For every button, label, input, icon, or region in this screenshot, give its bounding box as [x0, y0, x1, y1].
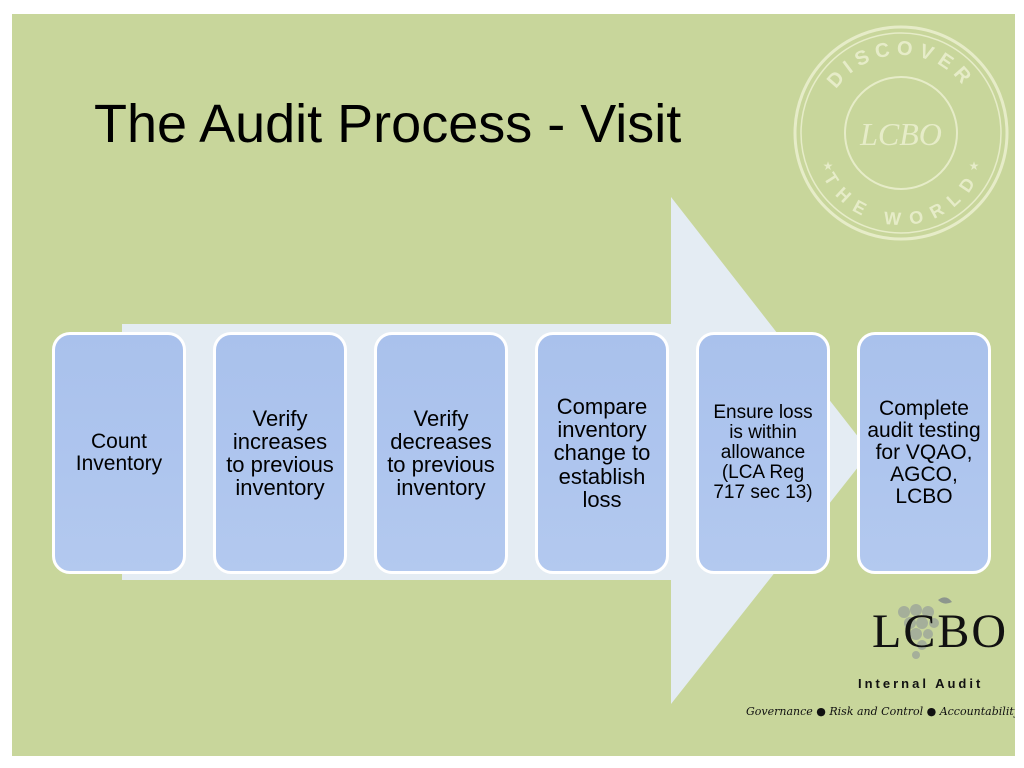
step-ensure-loss: Ensure loss is within allowance (LCA Reg… [696, 332, 830, 574]
lcbo-logo: LCBO [872, 605, 1009, 658]
stamp-bottom-text: THE WORLD [820, 169, 982, 229]
slide-title: The Audit Process - Visit [94, 94, 682, 154]
discover-the-world-stamp: DISCOVER THE WORLD LCBO ★ ★ [793, 25, 1009, 241]
slide: The Audit Process - Visit DISCOVER THE W… [12, 14, 1015, 756]
step-label: Complete audit testing for VQAO, AGCO, L… [867, 396, 981, 509]
grape-icon [898, 597, 952, 659]
logo-tagline: Governance ● Risk and Control ● Accounta… [746, 705, 1015, 718]
logo-subtitle: Internal Audit [858, 676, 984, 691]
step-compare-inventory: Compare inventory change to establish lo… [535, 332, 669, 574]
step-verify-decreases: Verify decreases to previous inventory [374, 332, 508, 574]
step-verify-increases: Verify increases to previous inventory [213, 332, 347, 574]
step-label: Verify increases to previous inventory [226, 405, 334, 501]
step-complete-audit: Complete audit testing for VQAO, AGCO, L… [857, 332, 991, 574]
step-label: Ensure loss is within allowance (LCA Reg… [713, 402, 813, 503]
stamp-center-text: LCBO [859, 116, 942, 152]
step-label: Count Inventory [75, 429, 163, 475]
step-label: Compare inventory change to establish lo… [553, 394, 651, 512]
stamp-star-left: ★ [823, 159, 834, 173]
step-label: Verify decreases to previous inventory [387, 405, 495, 501]
step-count-inventory: Count Inventory [52, 332, 186, 574]
stamp-star-right: ★ [969, 159, 980, 173]
stamp-top-text: DISCOVER [823, 37, 979, 92]
